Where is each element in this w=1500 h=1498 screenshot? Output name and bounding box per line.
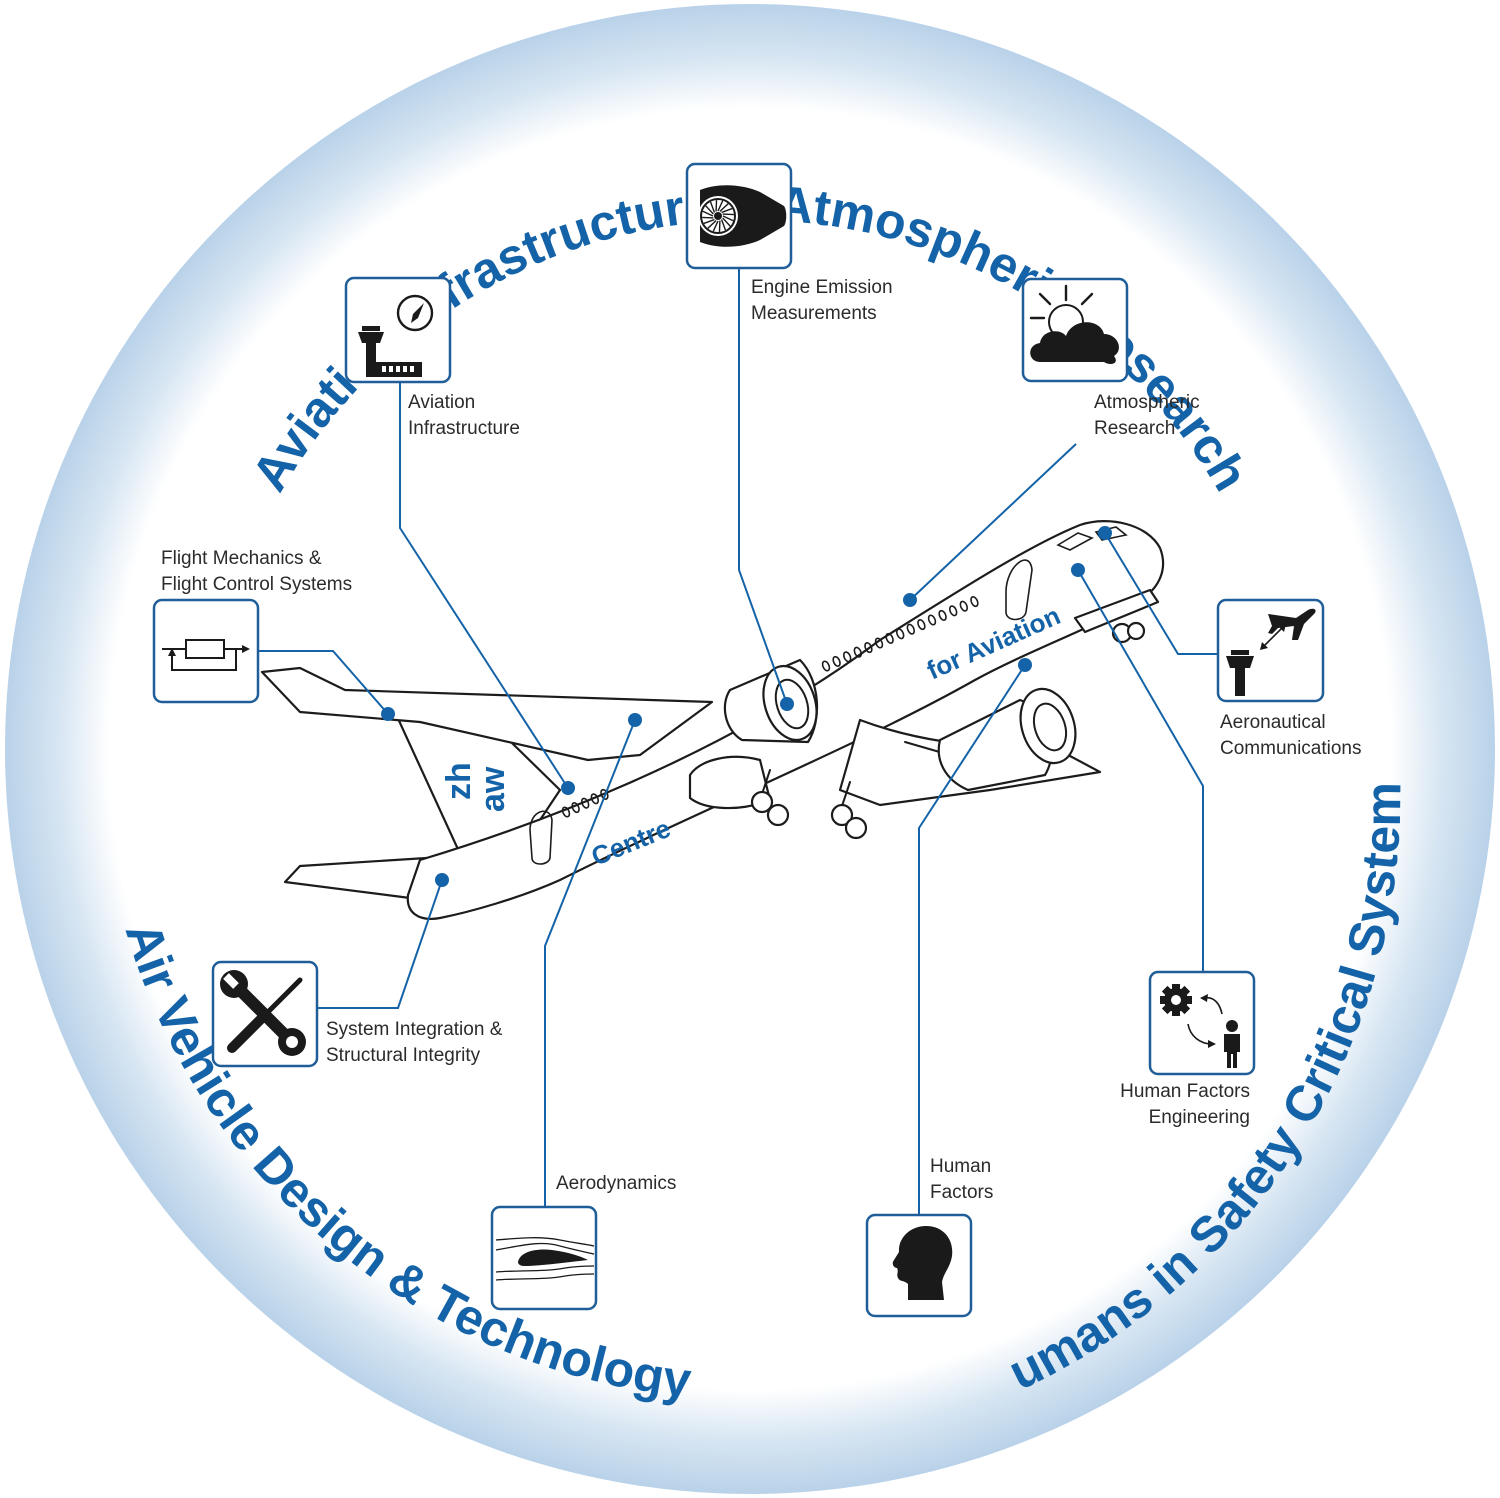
leader-aviation-infrastructure (399, 382, 569, 789)
topic-human-factors[interactable]: Human Factors (865, 1156, 993, 1318)
topic-label-line2: Communications (1220, 738, 1362, 759)
right-engine-intake (1019, 687, 1077, 765)
anchor-engine-emission (780, 697, 794, 711)
window (917, 619, 926, 631)
control-loop-icon (162, 639, 250, 671)
topic-label-line1: Aeronautical (1220, 712, 1326, 733)
tower-airplane-icon (1226, 608, 1316, 696)
topic-label-line2: Structural Integrity (326, 1045, 481, 1066)
window (938, 609, 947, 621)
anchor-atmospheric-research (903, 593, 917, 607)
topic-label-line1: Engine Emission (751, 277, 893, 298)
right-engine-fan (1032, 702, 1068, 752)
window (885, 632, 894, 644)
left-wing (260, 666, 714, 762)
window (927, 614, 937, 626)
window (600, 788, 609, 800)
window (561, 806, 571, 818)
topic-label-line2: Flight Control Systems (161, 574, 352, 595)
window (864, 642, 873, 654)
topic-label-line1: Human Factors (1120, 1081, 1250, 1102)
topic-label-line1: Aviation (408, 392, 475, 413)
leader-human-factors (918, 664, 1026, 1215)
topic-label-line2: Factors (930, 1182, 993, 1203)
window (959, 600, 969, 612)
leader-human-factors-engineering (1077, 569, 1204, 972)
rear-door (529, 810, 553, 865)
window (832, 655, 841, 667)
topic-label-line1: Aerodynamics (556, 1173, 676, 1194)
cockpit-window (1056, 532, 1094, 551)
leader-aeronautical-communications (1104, 532, 1218, 655)
window (842, 651, 852, 663)
main-engine-fan (774, 678, 810, 730)
leader-atmospheric-research (909, 443, 1077, 601)
window (895, 628, 905, 640)
window (853, 646, 863, 658)
anchor-aviation-infrastructure (561, 781, 575, 795)
leader-lines (258, 268, 1218, 1215)
wrench-screwdriver-icon (220, 970, 306, 1056)
topic-label-line2: Measurements (751, 303, 877, 324)
sun-cloud-icon (1029, 284, 1119, 364)
leader-engine-emission (738, 268, 788, 705)
window (970, 596, 979, 608)
topic-aeronautical-communications[interactable]: Aeronautical Communications (1216, 598, 1362, 759)
jet-engine-icon (698, 185, 787, 247)
topic-label-line1: Atmospheric (1094, 392, 1200, 413)
topic-label-line2: Infrastructure (408, 418, 520, 439)
topic-label-line1: System Integration & (326, 1019, 503, 1040)
anchor-human-factors-engineering (1071, 563, 1085, 577)
window (821, 660, 831, 672)
window (590, 793, 600, 805)
window (571, 802, 580, 814)
logo-zh: zh (440, 762, 478, 800)
window (580, 797, 590, 809)
leader-flight-mechanics (258, 650, 389, 715)
topic-human-factors-engineering[interactable]: Human Factors Engineering (1120, 970, 1256, 1128)
topic-label-line2: Engineering (1149, 1107, 1250, 1128)
front-door (1005, 559, 1033, 621)
window (948, 605, 958, 617)
logo-aw: aw (474, 766, 512, 812)
topic-system-integration[interactable]: System Integration & Structural Integrit… (211, 960, 503, 1068)
main-landing-gear (750, 769, 868, 840)
anchor-aeronautical-communications (1098, 526, 1112, 540)
anchor-aerodynamics (628, 713, 642, 727)
gear-person-icon (1160, 984, 1240, 1068)
control-tower-compass-icon (358, 294, 434, 377)
window-row-rear (561, 788, 609, 818)
window (874, 637, 884, 649)
topic-atmospheric-research[interactable]: Atmospheric Research (1021, 277, 1200, 439)
window (906, 623, 916, 635)
window-row-front (821, 596, 979, 672)
topic-label-line2: Research (1094, 418, 1175, 439)
head-icon (892, 1226, 953, 1300)
anchor-human-factors (1018, 658, 1032, 672)
topic-aerodynamics[interactable]: Aerodynamics (490, 1173, 676, 1311)
topic-engine-emission[interactable]: Engine Emission Measurements (685, 162, 893, 324)
anchor-system-integration (435, 873, 449, 887)
anchor-flight-mechanics (381, 707, 395, 721)
airfoil-icon (495, 1237, 595, 1281)
topic-flight-mechanics[interactable]: Flight Mechanics & Flight Control System… (152, 548, 352, 704)
leader-system-integration (317, 879, 443, 1009)
topic-aviation-infrastructure[interactable]: Aviation Infrastructure (344, 276, 520, 439)
topic-label-line1: Human (930, 1156, 991, 1177)
leader-aerodynamics (544, 719, 636, 1207)
topic-label-line1: Flight Mechanics & (161, 548, 322, 569)
